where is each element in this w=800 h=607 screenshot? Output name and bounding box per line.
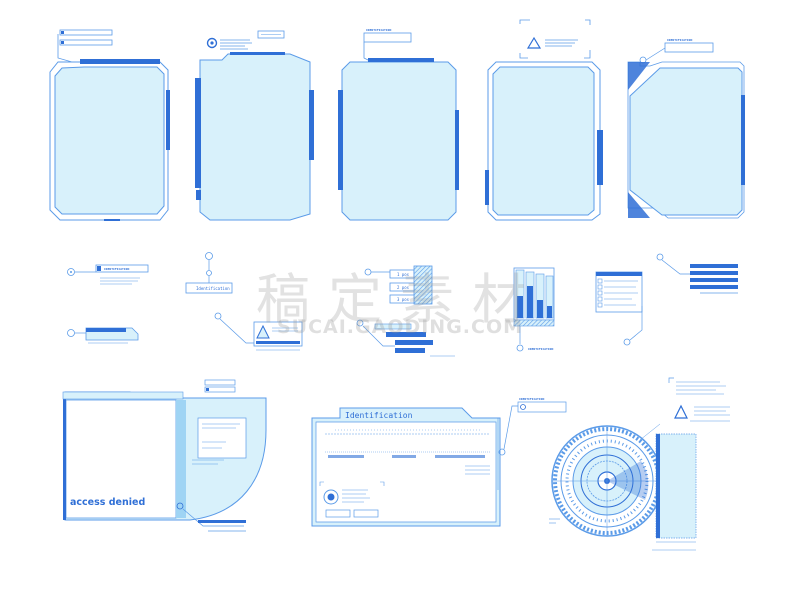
bar-meter-id-label: IDENTIFICATION xyxy=(528,347,553,351)
pos-3-label: 3 pos xyxy=(397,297,410,302)
bar-meter-widget: IDENTIFICATION xyxy=(513,267,555,352)
hud-frame-3: IDENTIFICATION xyxy=(338,28,459,221)
id-callout-widget-a: IDENTIFICATION xyxy=(67,264,149,285)
window-id-label: IDENTIFICATION xyxy=(519,397,544,401)
pos-1-label: 1 pos xyxy=(397,272,410,277)
frame5-id-label: IDENTIFICATION xyxy=(667,38,692,42)
hud-frame-2 xyxy=(195,30,314,221)
hud-frame-1 xyxy=(49,29,170,221)
widget-b-label: Identification xyxy=(196,286,230,291)
identification-window: Identification IDENTIFICATION xyxy=(311,397,567,527)
radar-dial-widget xyxy=(549,377,730,551)
identification-title: Identification xyxy=(345,411,413,420)
pos-list-widget: 1 pos 2 pos 3 pos xyxy=(364,265,433,305)
hud-frame-5: IDENTIFICATION xyxy=(627,38,745,219)
stripe-callout-widget xyxy=(656,253,738,294)
pos-2-label: 2 pos xyxy=(397,285,410,290)
hud-frame-4 xyxy=(485,19,603,221)
identification-tag-widget: Identification xyxy=(185,252,233,294)
stacked-bars-callout-widget xyxy=(356,319,455,357)
access-denied-panel: access denied xyxy=(62,379,267,532)
warning-callout-widget xyxy=(214,312,303,351)
widget-a-id-label: IDENTIFICATION xyxy=(104,267,129,271)
access-denied-text: access denied xyxy=(70,497,145,508)
callout-widget-g xyxy=(67,327,139,344)
list-panel-widget xyxy=(595,271,643,346)
frame3-id-label: IDENTIFICATION xyxy=(366,28,391,32)
